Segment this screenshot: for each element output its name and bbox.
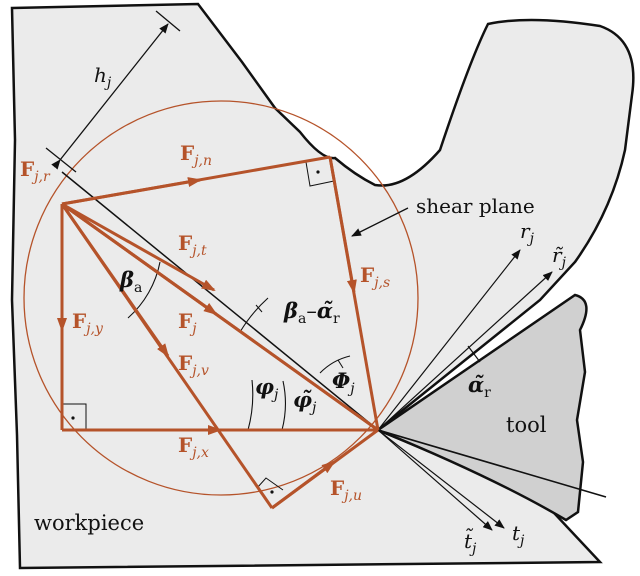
right-angle-mark-left — [62, 403, 87, 430]
h-extension-upper — [155, 10, 181, 32]
label-F-y: Fj,y — [72, 309, 104, 337]
label-tool: tool — [506, 413, 547, 437]
label-beta-minus-alpha: βa–α̃r — [283, 298, 340, 327]
force-circle — [23, 100, 419, 496]
label-h: hj — [94, 63, 112, 91]
label-Phi: Φj — [332, 368, 355, 397]
workpiece-upper-boundary — [197, 3, 243, 63]
shear-plane-pointer — [351, 207, 409, 237]
right-angle-dot-bottom — [270, 490, 274, 494]
label-phi: φj — [255, 374, 279, 403]
Phi-tick — [337, 359, 344, 369]
right-angle-dot-left — [71, 416, 75, 420]
Phi-arc — [319, 355, 351, 374]
label-F-s: Fj,s — [360, 263, 390, 291]
force-polygon — [57, 155, 380, 510]
label-F-x: Fj,x — [178, 433, 209, 461]
r-tilde-direction-line — [377, 271, 553, 431]
r-direction-line — [377, 249, 521, 431]
F-j-vector — [61, 202, 379, 432]
label-F-u: Fj,u — [330, 476, 362, 504]
alpha-r-tick — [467, 345, 481, 363]
label-shear-plane: shear plane — [416, 194, 535, 218]
label-phi-tilde: φ̃j — [293, 387, 317, 416]
F-u-arrow — [271, 460, 336, 510]
label-F-v: Fj,v — [178, 351, 209, 379]
shear-plane-line — [61, 171, 379, 431]
label-F-n: Fj,n — [180, 141, 212, 169]
label-F-j: Fj — [178, 309, 197, 337]
tool-flank-line — [377, 429, 607, 498]
right-angle-mark-top — [305, 161, 335, 187]
label-r: rj — [520, 219, 535, 247]
F-j-arrow — [61, 202, 216, 292]
t-tilde-direction-line — [377, 429, 493, 531]
F-s-arrow — [328, 156, 357, 294]
h-extension-lower — [45, 147, 77, 173]
label-F-t: Fj,t — [178, 231, 207, 259]
label-alpha-r: α̃r — [468, 372, 491, 401]
phi-tilde-arc — [281, 380, 286, 431]
label-F-r: Fj,r — [20, 157, 51, 185]
F-n-arrow — [61, 177, 202, 206]
label-beta-a: βa — [119, 267, 142, 296]
label-t: tj — [512, 521, 525, 549]
F-v-arrow — [60, 203, 170, 358]
tool-region — [375, 293, 588, 522]
h-dimension-arrow — [51, 23, 169, 170]
label-t-tilde: t̃j — [464, 527, 477, 557]
phi-arc — [247, 379, 254, 431]
label-r-tilde: r̃j — [552, 243, 567, 271]
label-workpiece: workpiece — [34, 511, 144, 535]
beta-a-arc — [127, 261, 161, 319]
t-direction-line — [377, 429, 505, 529]
right-angle-mark-bottom — [256, 477, 284, 491]
beta-minus-alpha-tick — [255, 304, 263, 313]
right-angle-dot-top — [316, 170, 320, 174]
